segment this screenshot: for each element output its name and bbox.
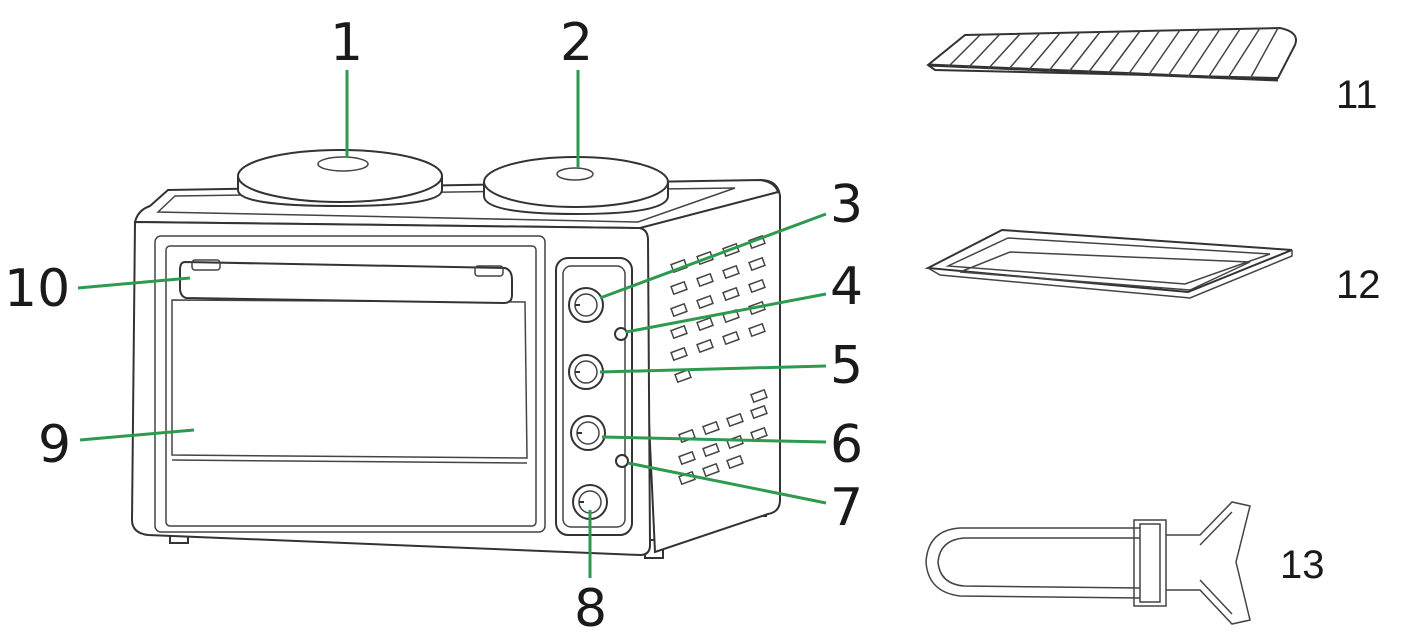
tray-handle [925, 501, 1251, 625]
knob-8 [572, 484, 608, 520]
callout-3: 3 [830, 175, 863, 235]
baking-tray [924, 228, 1293, 299]
callout-9: 9 [38, 415, 71, 475]
callout-8: 8 [574, 579, 607, 635]
hotplate-large [237, 149, 443, 208]
callout-10: 10 [4, 259, 70, 319]
leader-lines [77, 70, 827, 578]
knob-5 [568, 354, 604, 390]
callout-5: 5 [830, 336, 863, 396]
callout-11: 11 [1336, 73, 1378, 117]
callout-2: 2 [560, 13, 593, 73]
hotplate-small [483, 156, 669, 216]
callout-6: 6 [830, 415, 863, 475]
callout-4: 4 [830, 257, 863, 317]
knob-3 [568, 287, 604, 323]
knob-6 [570, 415, 606, 451]
callout-labels: 1 2 3 4 5 6 7 8 9 10 11 12 13 [4, 13, 1381, 635]
wire-rack [926, 26, 1297, 82]
callout-12: 12 [1336, 263, 1381, 307]
callout-13: 13 [1280, 543, 1325, 587]
oven-illustration [130, 149, 781, 559]
callout-1: 1 [330, 13, 363, 73]
callout-7: 7 [830, 478, 863, 538]
